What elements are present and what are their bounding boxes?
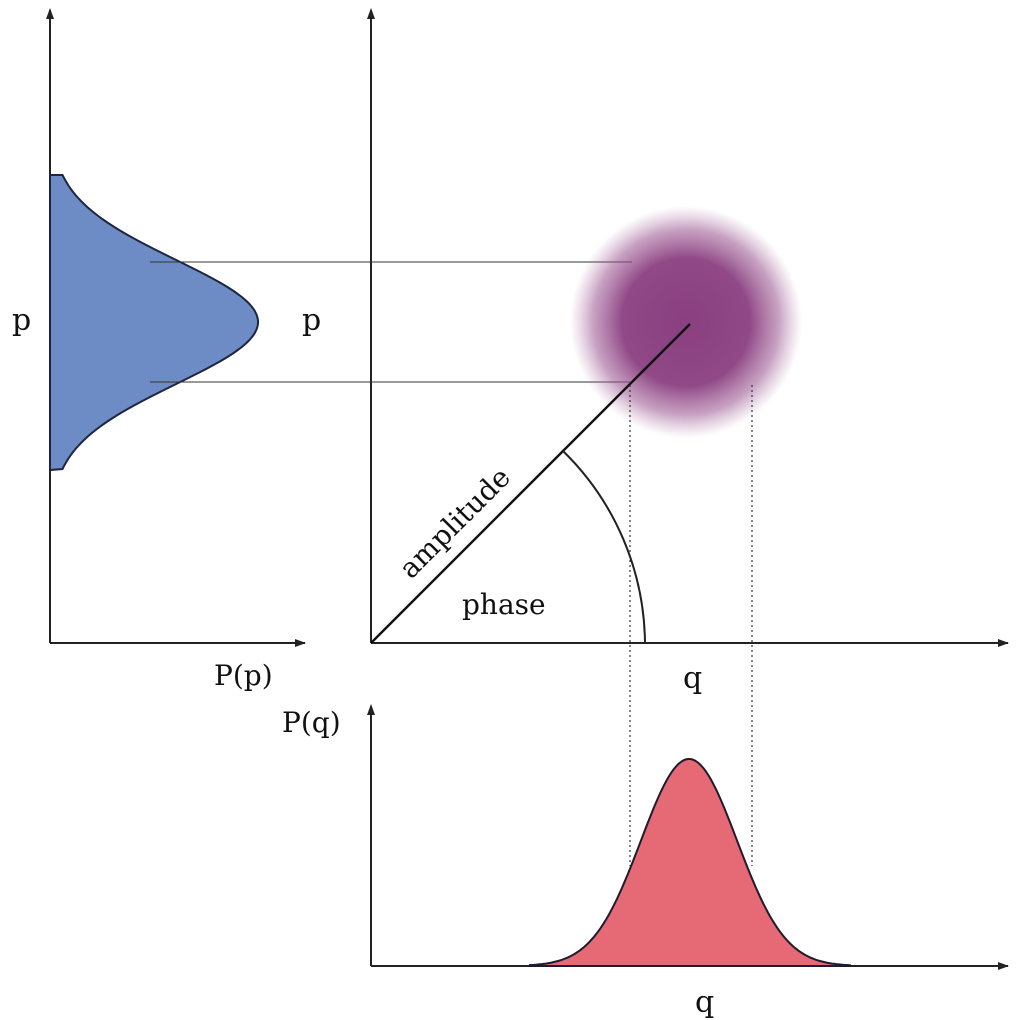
amplitude-label: amplitude <box>393 461 517 585</box>
main-vertical-p-label: p <box>302 303 321 338</box>
phase-label: phase <box>462 588 546 621</box>
q-distribution-curve <box>529 758 851 967</box>
q-marginal-label: P(q) <box>282 706 341 739</box>
left-axis-p-label: p <box>12 303 31 338</box>
amplitude-line <box>370 323 691 644</box>
p-marginal-label: P(p) <box>214 659 273 692</box>
phase-space-panel: amplitude phase p q <box>150 8 1009 866</box>
p-distribution-curve <box>49 174 259 472</box>
main-horizontal-q-label: q <box>683 661 702 696</box>
bottom-horizontal-q-label: q <box>695 985 714 1020</box>
phase-arc <box>562 450 646 644</box>
p-marginal-panel: p P(p) <box>12 8 306 692</box>
coherent-state-blob <box>570 206 802 438</box>
q-marginal-panel: P(q) q <box>282 704 1009 1020</box>
